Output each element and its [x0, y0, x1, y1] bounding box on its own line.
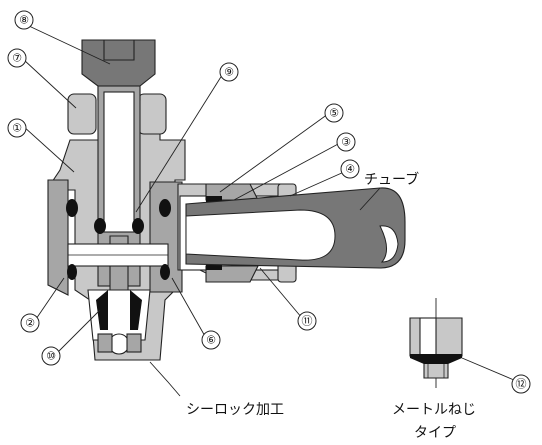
svg-text:②: ② [25, 317, 35, 330]
detail-gasket [410, 354, 462, 364]
o-ring-stem-left [94, 218, 106, 234]
svg-text:④: ④ [345, 163, 355, 176]
seal-lip-right [130, 290, 142, 330]
callout-4: ④ [340, 159, 360, 179]
svg-text:③: ③ [341, 136, 351, 149]
o-ring-upper-left [66, 199, 78, 217]
callouts: ⑧ ⑦ ① ⑨ ⑤ ③ ④ ② [7, 10, 531, 394]
o-ring-stem-right [132, 218, 144, 234]
tube [185, 187, 406, 269]
metric-thread-detail [409, 298, 463, 388]
svg-text:⑤: ⑤ [329, 107, 339, 120]
o-rings [66, 199, 171, 280]
left-outer-wall [47, 179, 69, 296]
svg-text:①: ① [12, 122, 22, 135]
callout-9: ⑨ [219, 62, 239, 82]
tube-end-cut [379, 225, 399, 263]
stem-head-slot [103, 39, 135, 61]
callout-11: ⑪ [297, 311, 317, 331]
callout-1: ① [7, 118, 27, 138]
detail-bore [419, 317, 437, 357]
lower-plug-left [97, 333, 113, 353]
o-ring-lower-right [160, 264, 170, 280]
svg-text:⑨: ⑨ [224, 66, 234, 79]
callout-10: ⑩ [41, 346, 61, 366]
callout-2: ② [20, 313, 40, 333]
callout-6: ⑥ [201, 330, 221, 350]
callout-3: ③ [336, 132, 356, 152]
svg-text:⑩: ⑩ [46, 350, 56, 363]
seal-lip-left [96, 290, 108, 330]
hex-nut-right [137, 93, 167, 135]
lower-chamber [87, 289, 151, 341]
metric-thread-label-line1: メートルねじ [392, 402, 476, 418]
collet-seal-bottom [206, 262, 222, 270]
svg-text:⑦: ⑦ [12, 52, 22, 65]
svg-text:⑫: ⑫ [516, 378, 527, 391]
callout-12: ⑫ [511, 374, 531, 394]
stem-bore [103, 91, 135, 233]
o-ring-upper-right [159, 199, 171, 217]
tube-bore [185, 209, 336, 261]
lower-plug-right [126, 333, 142, 353]
collet-seal-top [206, 196, 222, 204]
svg-text:⑧: ⑧ [19, 14, 29, 27]
svg-text:⑥: ⑥ [206, 334, 216, 347]
svg-text:⑪: ⑪ [302, 315, 313, 328]
o-ring-lower-left [67, 264, 77, 280]
tube-label: チューブ [364, 171, 419, 188]
metric-thread-label-line2: タイプ [414, 425, 456, 441]
sealock-label: シーロック加工 [186, 402, 284, 418]
callout-7: ⑦ [7, 48, 27, 68]
callout-5: ⑤ [324, 103, 344, 123]
callout-8: ⑧ [14, 10, 34, 30]
lower-seal [87, 289, 151, 355]
hex-nut-left [67, 93, 97, 135]
leader-lines [22, 25, 515, 397]
